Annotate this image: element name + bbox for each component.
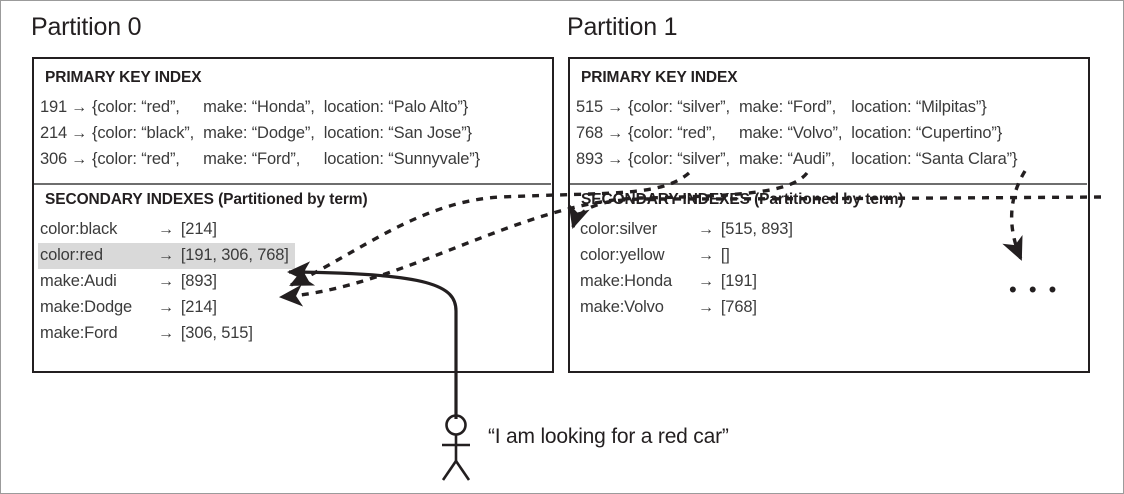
pk-key: 306 <box>40 150 68 168</box>
table-row: color:black → [214] <box>38 217 295 243</box>
pk-color: {color: “red”, <box>91 150 180 168</box>
pk-make: make: “Volvo”, <box>738 124 843 142</box>
secondary-term: make:Honda <box>580 272 673 290</box>
partition-0-secondary-indexes-heading: SECONDARY INDEXES (Partitioned by term) <box>45 191 368 209</box>
arrow-icon: → <box>698 273 714 290</box>
partition-0-divider <box>34 183 551 185</box>
table-row: 515 → {color: “silver”, make: “Ford”, lo… <box>576 96 1017 122</box>
secondary-postings: [191] <box>720 272 757 290</box>
secondary-postings: [893] <box>180 272 217 290</box>
partition-1-secondary-indexes-heading: SECONDARY INDEXES (Partitioned by term) <box>581 191 904 209</box>
pk-location: location: “San Jose”} <box>323 124 472 142</box>
table-row: make:Dodge → [214] <box>38 295 295 321</box>
partition-0-primary-key-index-heading: PRIMARY KEY INDEX <box>45 69 202 86</box>
partition-1-primary-key-index-heading: PRIMARY KEY INDEX <box>581 69 738 86</box>
pk-key: 768 <box>576 124 604 142</box>
table-row: 768 → {color: “red”, make: “Volvo”, loca… <box>576 122 1017 148</box>
partition-0-secondary-index-table: color:black → [214] color:red → [191, 30… <box>38 217 295 347</box>
secondary-postings: [515, 893] <box>720 220 793 238</box>
pk-location: location: “Palo Alto”} <box>323 98 469 116</box>
pk-make: make: “Dodge”, <box>203 124 315 142</box>
secondary-postings: [768] <box>720 298 757 316</box>
arrow-icon: → <box>607 99 623 116</box>
pk-location: location: “Cupertino”} <box>851 124 1003 142</box>
secondary-postings: [] <box>720 246 730 264</box>
table-row: 893 → {color: “silver”, make: “Audi”, lo… <box>576 148 1018 174</box>
arrow-icon: → <box>158 243 181 269</box>
pk-key: 191 <box>40 98 68 116</box>
secondary-postings: [306, 515] <box>180 324 253 342</box>
arrow-icon: → <box>71 99 87 116</box>
table-row: make:Audi → [893] <box>38 269 295 295</box>
secondary-postings: [214] <box>180 298 217 316</box>
secondary-postings: [214] <box>180 220 217 238</box>
partition-1-title: Partition 1 <box>567 13 678 41</box>
arrow-icon: → <box>607 151 623 168</box>
arrow-icon: → <box>607 125 623 142</box>
secondary-postings: [191, 306, 768] <box>180 243 295 269</box>
stick-figure-head <box>445 414 467 436</box>
secondary-indexes-heading-suffix: (Partitioned by term) <box>218 191 368 208</box>
pk-color: {color: “black”, <box>91 124 195 142</box>
pk-make: make: “Honda”, <box>203 98 315 116</box>
arrow-icon: → <box>158 299 174 316</box>
partition-1-divider <box>570 183 1087 185</box>
partition-0-primary-key-index-table: 191 → {color: “red”, make: “Honda”, loca… <box>40 96 480 174</box>
table-row: make:Honda → [191] <box>578 269 799 295</box>
pk-make: make: “Ford”, <box>203 150 301 168</box>
pk-color: {color: “red”, <box>91 98 180 116</box>
arrow-icon: → <box>71 151 87 168</box>
table-row: make:Ford → [306, 515] <box>38 321 295 347</box>
pk-key: 893 <box>576 150 604 168</box>
pk-color: {color: “red”, <box>627 124 716 142</box>
table-row: color:yellow → [] <box>578 243 799 269</box>
partition-1-primary-key-index-table: 515 → {color: “silver”, make: “Ford”, lo… <box>576 96 1018 174</box>
arrow-icon: → <box>698 247 714 264</box>
pk-key: 515 <box>576 98 604 116</box>
secondary-indexes-heading-bold: SECONDARY INDEXES <box>45 191 214 208</box>
secondary-term: color:red <box>38 243 158 269</box>
secondary-term: make:Ford <box>40 324 118 342</box>
user-stick-figure <box>441 414 471 481</box>
partition-1-ellipsis: • • • <box>1009 277 1060 302</box>
arrow-icon: → <box>71 125 87 142</box>
secondary-term: make:Audi <box>40 272 117 290</box>
pk-color: {color: “silver”, <box>627 150 730 168</box>
pk-location: location: “Santa Clara”} <box>851 150 1018 168</box>
pk-make: make: “Ford”, <box>738 98 837 116</box>
table-row: 214 → {color: “black”, make: “Dodge”, lo… <box>40 122 480 148</box>
pk-make: make: “Audi”, <box>738 150 836 168</box>
stick-figure-right-leg <box>454 460 471 481</box>
arrow-icon: → <box>698 299 714 316</box>
secondary-term: make:Volvo <box>580 298 664 316</box>
pk-key: 214 <box>40 124 68 142</box>
secondary-term: make:Dodge <box>40 298 133 316</box>
table-row: color:silver → [515, 893] <box>578 217 799 243</box>
arrow-icon: → <box>158 273 174 290</box>
arrow-icon: → <box>158 221 174 238</box>
secondary-term: color:silver <box>580 220 658 238</box>
arrow-icon: → <box>158 325 174 342</box>
table-row-highlighted: color:red → [191, 306, 768] <box>38 243 295 269</box>
secondary-term: color:yellow <box>580 246 665 264</box>
table-row: make:Volvo → [768] <box>578 295 799 321</box>
secondary-indexes-heading-bold: SECONDARY INDEXES <box>581 191 750 208</box>
stick-figure-left-leg <box>441 460 458 481</box>
partition-1-secondary-index-table: color:silver → [515, 893] color:yellow →… <box>578 217 799 321</box>
arrow-icon: → <box>698 221 714 238</box>
partition-0-title: Partition 0 <box>31 13 142 41</box>
secondary-indexes-heading-suffix: (Partitioned by term) <box>754 191 904 208</box>
secondary-term: color:black <box>40 220 118 238</box>
pk-color: {color: “silver”, <box>627 98 730 116</box>
table-row: 191 → {color: “red”, make: “Honda”, loca… <box>40 96 480 122</box>
pk-location: location: “Sunnyvale”} <box>323 150 481 168</box>
user-query-text: “I am looking for a red car” <box>488 425 729 448</box>
table-row: 306 → {color: “red”, make: “Ford”, locat… <box>40 148 480 174</box>
pk-location: location: “Milpitas”} <box>851 98 987 116</box>
